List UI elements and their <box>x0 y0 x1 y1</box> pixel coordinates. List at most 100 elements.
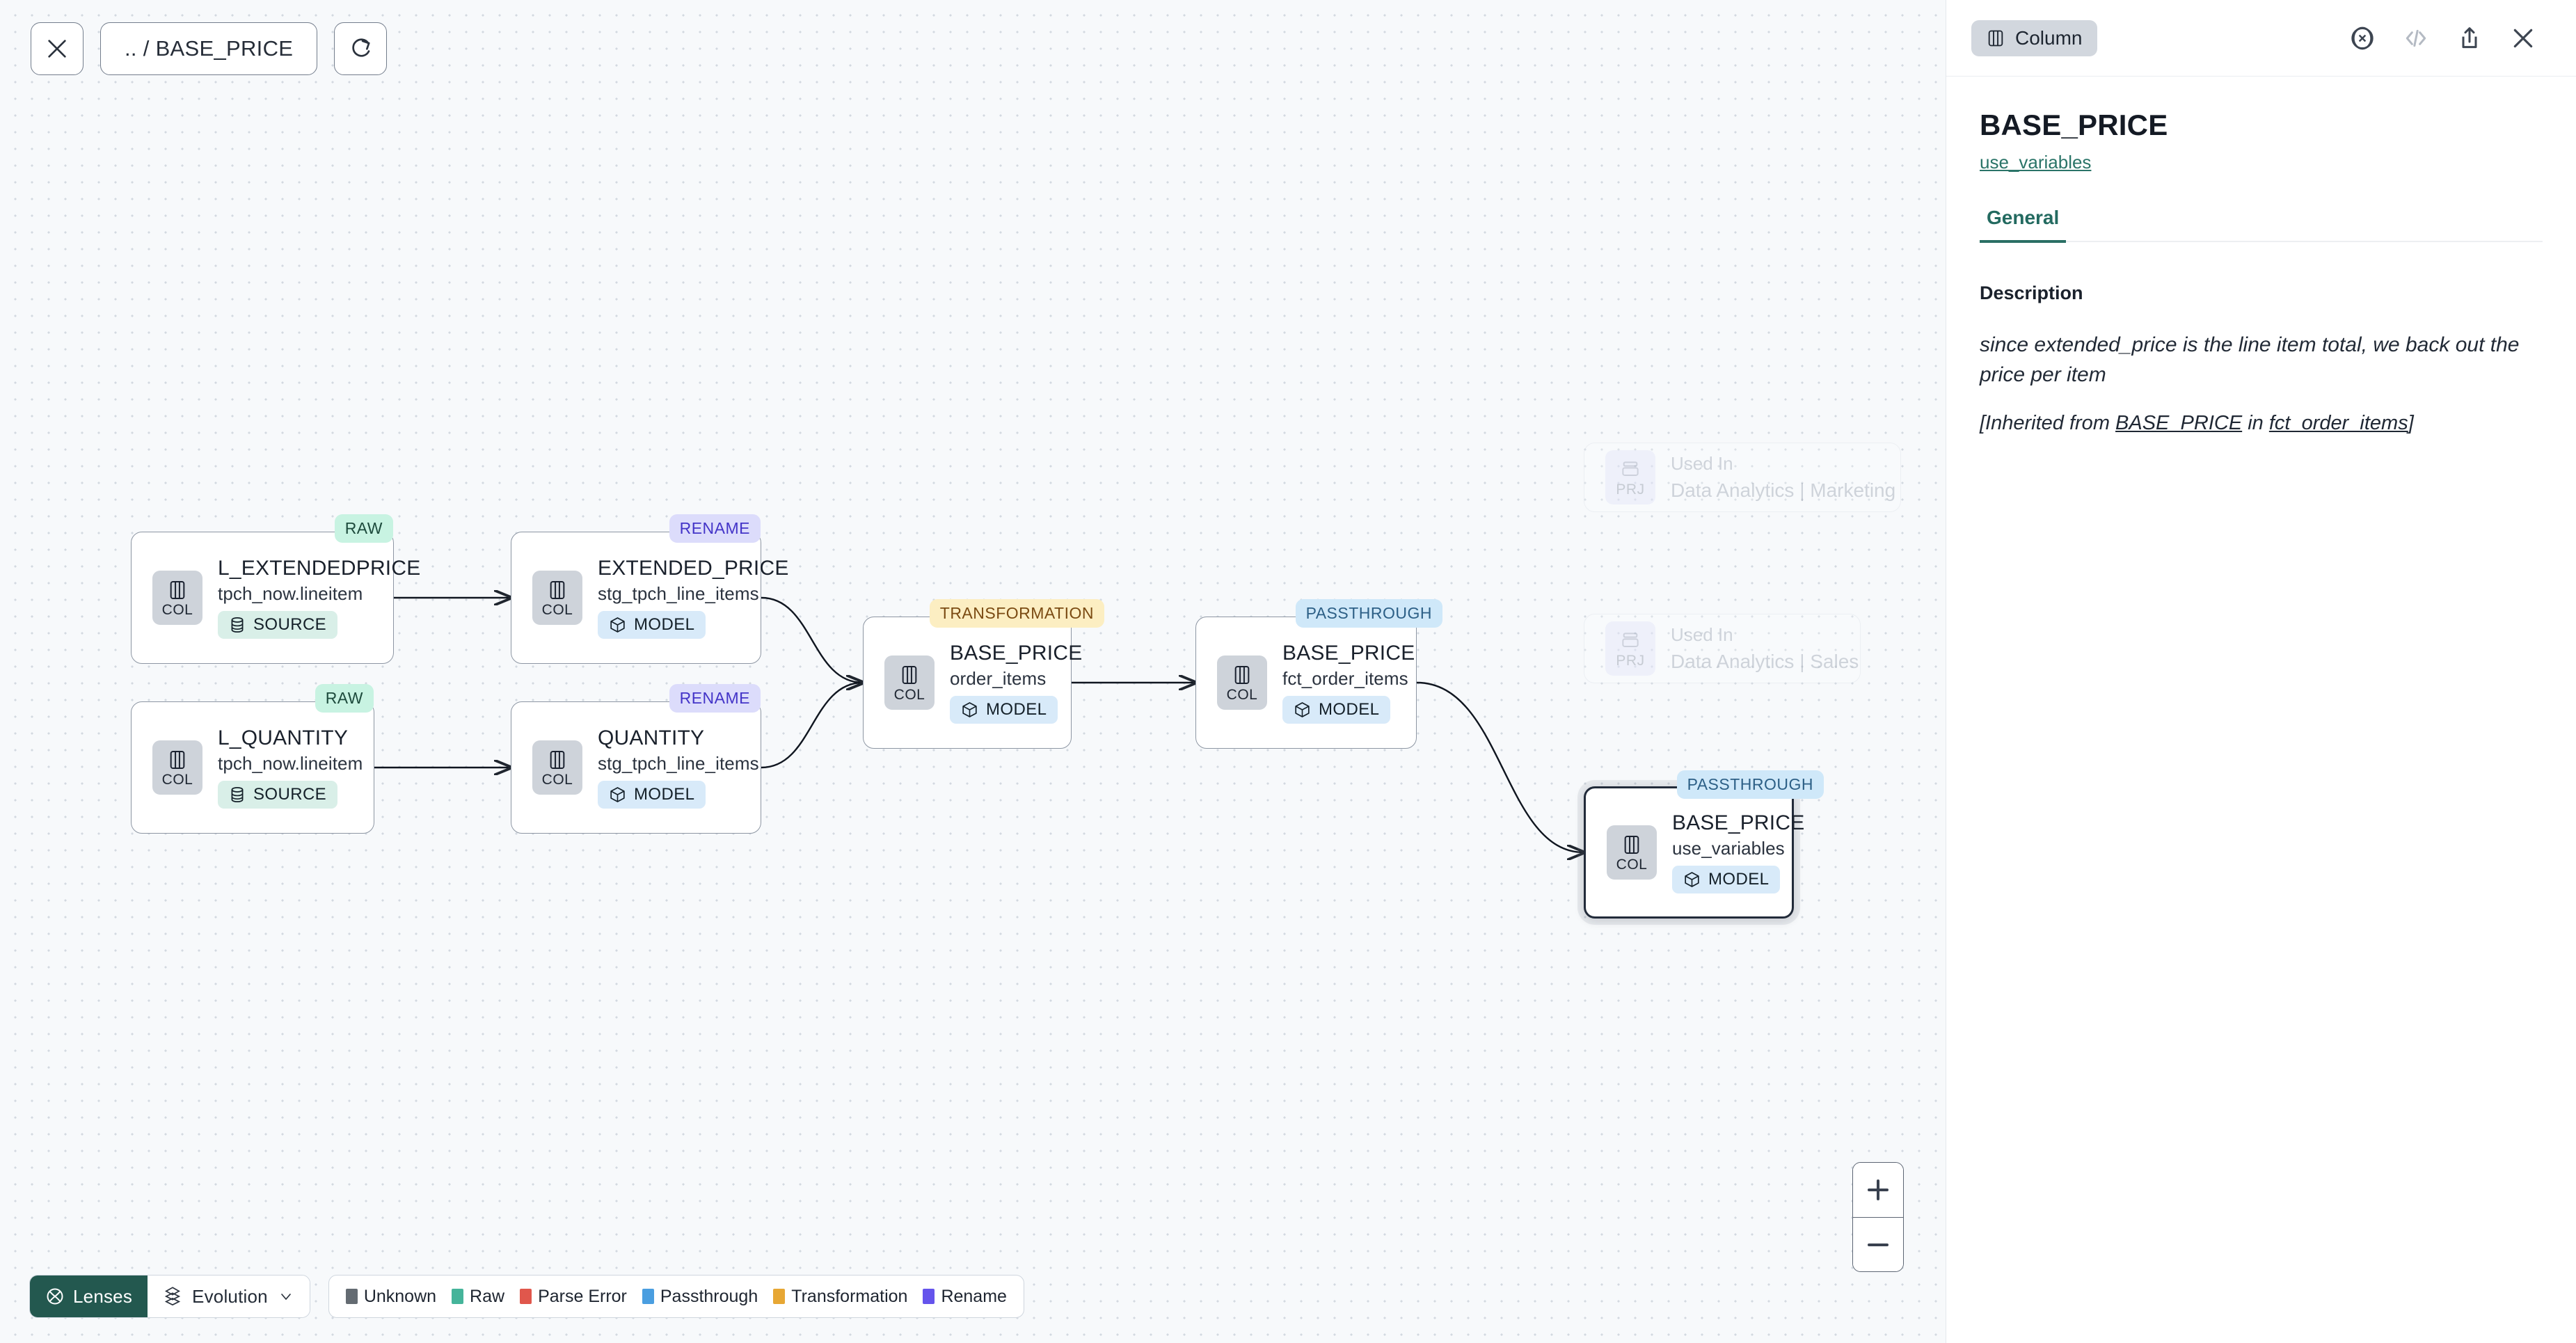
inherited-suffix: ] <box>2408 412 2414 434</box>
share-icon[interactable] <box>2456 24 2483 52</box>
refresh-icon <box>349 37 372 61</box>
zoom-controls <box>1852 1162 1904 1272</box>
legend-swatch <box>773 1289 785 1304</box>
legend-item-raw[interactable]: Raw <box>452 1287 504 1307</box>
parent-model-link[interactable]: use_variables <box>1980 152 2576 173</box>
node-chip-label: MODEL <box>634 785 694 804</box>
node-chip-source: SOURCE <box>218 611 337 639</box>
legend-label: Passthrough <box>660 1287 758 1307</box>
entity-kind-label: Column <box>2015 27 2082 49</box>
close-icon[interactable] <box>2509 24 2537 52</box>
node-badge-pass: PASSTHROUGH <box>1296 599 1442 628</box>
zoom-in-button[interactable] <box>1853 1163 1903 1217</box>
cube-icon <box>609 616 626 634</box>
ghost-kind-label: PRJ <box>1616 482 1644 497</box>
lineage-node-l_quantity[interactable]: RAWCOLL_QUANTITYtpch_now.lineitemSOURCE <box>131 701 374 834</box>
legend-item-parse-error[interactable]: Parse Error <box>520 1287 627 1307</box>
legend-item-transformation[interactable]: Transformation <box>773 1287 907 1307</box>
legend-label: Raw <box>470 1287 504 1307</box>
node-chip-model: MODEL <box>598 781 706 809</box>
node-title: BASE_PRICE <box>950 642 1082 665</box>
node-kind-icon-box: COL <box>532 740 582 795</box>
inherited-column-link[interactable]: BASE_PRICE <box>2115 412 2242 434</box>
ghost-node-used-in-sales[interactable]: PRJ Used In Data Analytics | Sales <box>1584 614 1861 683</box>
lineage-node-quantity[interactable]: RENAMECOLQUANTITYstg_tpch_line_itemsMODE… <box>511 701 761 834</box>
inherited-model-link[interactable]: fct_order_items <box>2269 412 2408 434</box>
node-title: EXTENDED_PRICE <box>598 557 789 580</box>
legend-label: Parse Error <box>538 1287 627 1307</box>
ghost-project-name: Data Analytics | Sales <box>1671 651 1859 673</box>
lineage-node-base_price_use_variables[interactable]: PASSTHROUGHCOLBASE_PRICEuse_variablesMOD… <box>1584 786 1794 919</box>
column-icon <box>167 579 188 601</box>
node-kind-icon-box: COL <box>532 571 582 625</box>
node-kind-label: COL <box>542 772 573 787</box>
legend-label: Rename <box>941 1287 1007 1307</box>
ghost-used-in-label: Used In <box>1671 624 1859 646</box>
close-lineage-button[interactable] <box>31 22 84 75</box>
lineage-canvas[interactable]: .. / BASE_PRICE PRJ Used In Data Analytics… <box>0 0 1946 1343</box>
breadcrumb-button[interactable]: .. / BASE_PRICE <box>100 22 317 75</box>
legend-label: Transformation <box>791 1287 907 1307</box>
lenses-label: Lenses <box>73 1286 132 1308</box>
page-title: BASE_PRICE <box>1946 77 2576 142</box>
node-badge-pass: PASSTHROUGH <box>1677 770 1824 799</box>
minus-icon <box>1868 1243 1889 1246</box>
lenses-group: Lenses Evolution <box>29 1275 310 1318</box>
column-icon <box>547 579 568 601</box>
lineage-node-base_price_order_items[interactable]: TRANSFORMATIONCOLBASE_PRICEorder_itemsMO… <box>863 617 1072 749</box>
evolution-label: Evolution <box>192 1286 268 1308</box>
node-body: EXTENDED_PRICE stg_tpch_line_itemsMODEL <box>598 557 789 639</box>
ghost-project-name: Data Analytics | Marketing <box>1671 479 1895 502</box>
node-kind-label: COL <box>162 772 193 787</box>
node-subtitle: tpch_now.lineitem <box>218 754 363 774</box>
canvas-toolbar: .. / BASE_PRICE <box>31 22 387 75</box>
column-icon <box>1232 664 1253 686</box>
node-title: L_EXTENDEDPRICE <box>218 557 420 580</box>
close-icon <box>45 37 69 61</box>
lineage-node-base_price_fct_order_items[interactable]: PASSTHROUGHCOLBASE_PRICEfct_order_itemsM… <box>1195 617 1417 749</box>
node-body: BASE_PRICE order_itemsMODEL <box>950 642 1082 724</box>
ghost-used-in-label: Used In <box>1671 453 1895 475</box>
node-chip-label: MODEL <box>634 615 694 635</box>
cube-icon <box>609 786 626 804</box>
node-subtitle: order_items <box>950 669 1082 689</box>
ghost-kind-label: PRJ <box>1616 653 1644 668</box>
inherited-prefix: [Inherited from <box>1980 412 2115 434</box>
ghost-node-used-in-marketing[interactable]: PRJ Used In Data Analytics | Marketing <box>1584 443 1901 512</box>
cube-icon <box>1294 701 1311 719</box>
node-kind-label: COL <box>542 603 573 617</box>
cube-icon <box>1683 871 1701 889</box>
lenses-button[interactable]: Lenses <box>30 1276 148 1317</box>
legend-label: Unknown <box>364 1287 436 1307</box>
ghost-body: Used In Data Analytics | Marketing <box>1671 453 1895 502</box>
node-badge-ren: RENAME <box>669 514 761 543</box>
node-subtitle: fct_order_items <box>1282 669 1415 689</box>
ghost-kind-icon-box: PRJ <box>1605 621 1655 676</box>
node-kind-icon-box: COL <box>884 655 935 710</box>
project-icon <box>1620 630 1641 652</box>
node-chip-label: MODEL <box>986 700 1047 720</box>
zoom-out-button[interactable] <box>1853 1217 1903 1271</box>
node-subtitle: tpch_now.lineitem <box>218 584 420 604</box>
compass-icon[interactable] <box>2348 24 2376 52</box>
tab-general[interactable]: General <box>1980 207 2066 243</box>
node-kind-icon-box: COL <box>152 571 202 625</box>
code-icon[interactable] <box>2402 24 2430 52</box>
node-subtitle: stg_tpch_line_items <box>598 584 789 604</box>
legend-item-unknown[interactable]: Unknown <box>346 1287 436 1307</box>
legend-swatch <box>923 1289 935 1304</box>
chevron-down-icon <box>278 1288 294 1305</box>
lineage-node-l_extendedprice[interactable]: RAWCOLL_EXTENDEDPRICEtpch_now.lineitemSO… <box>131 532 394 664</box>
node-chip-source: SOURCE <box>218 781 337 809</box>
refresh-button[interactable] <box>334 22 387 75</box>
evolution-dropdown[interactable]: Evolution <box>148 1276 310 1317</box>
legend-swatch <box>346 1289 358 1304</box>
node-badge-raw: RAW <box>335 514 393 543</box>
node-body: QUANTITYstg_tpch_line_itemsMODEL <box>598 726 759 809</box>
node-body: L_QUANTITYtpch_now.lineitemSOURCE <box>218 726 363 809</box>
legend-item-rename[interactable]: Rename <box>923 1287 1007 1307</box>
breadcrumb: .. / BASE_PRICE <box>101 36 317 61</box>
node-kind-icon-box: COL <box>1217 655 1267 710</box>
lineage-node-extended_price[interactable]: RENAMECOLEXTENDED_PRICEstg_tpch_line_ite… <box>511 532 761 664</box>
legend-item-passthrough[interactable]: Passthrough <box>642 1287 758 1307</box>
